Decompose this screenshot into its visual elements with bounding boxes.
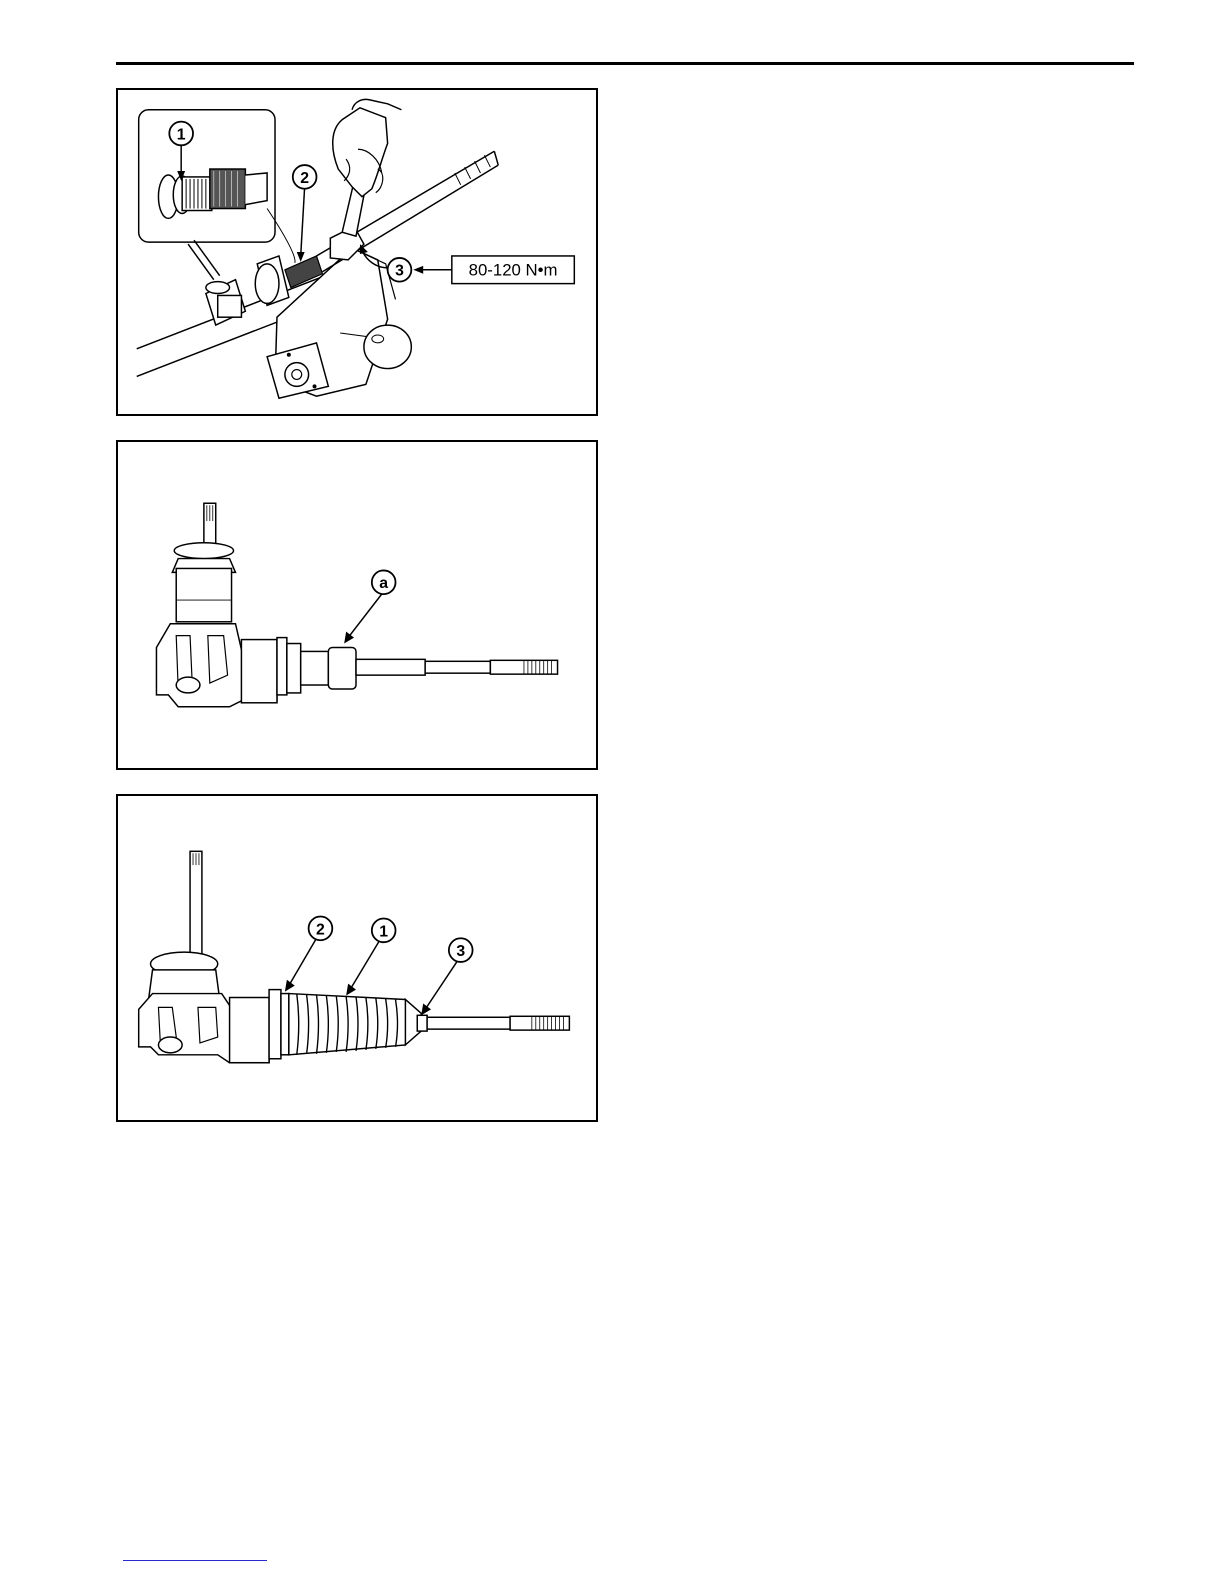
- figure-tie-rod-torque: 1: [116, 88, 598, 416]
- rack-inner-tie-rod-illustration: a: [118, 442, 596, 768]
- figure-rack-boot: 2 1 3: [116, 794, 598, 1122]
- header-rule: [116, 62, 1134, 65]
- torque-spec-label: 80-120 N•m: [469, 261, 558, 280]
- callout-3-label: 3: [456, 943, 465, 960]
- callout-1-label: 1: [379, 923, 388, 940]
- callout-2-label: 2: [300, 170, 309, 187]
- callout-3-label: 3: [395, 263, 404, 280]
- tie-rod-torque-illustration: 1: [118, 90, 596, 414]
- callout-1-label: 1: [177, 126, 186, 143]
- figure-rack-inner-tie-rod: a: [116, 440, 598, 770]
- footer-link-rule[interactable]: [123, 1560, 267, 1561]
- rack-boot-illustration: 2 1 3: [118, 796, 596, 1120]
- callout-a-label: a: [379, 575, 388, 592]
- callout-2-label: 2: [316, 921, 325, 938]
